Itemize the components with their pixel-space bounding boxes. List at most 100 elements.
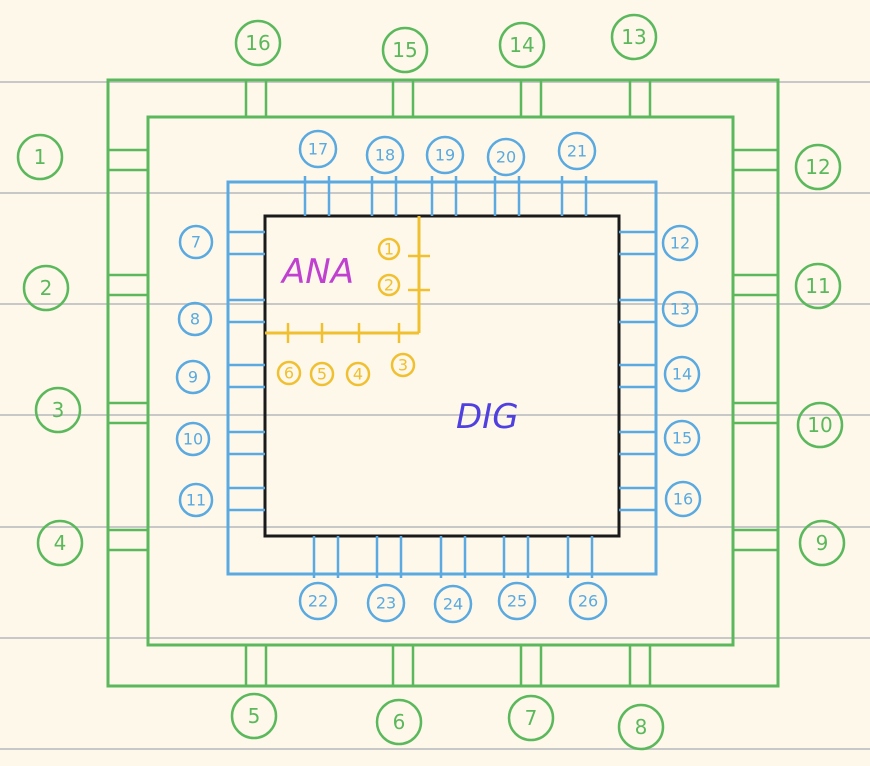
pins-layer (108, 80, 778, 686)
outer-pin-label-15-circle (381, 26, 429, 74)
analog-pin-label-5: 5 (309, 361, 335, 387)
die-pad-label-21: 21 (557, 131, 597, 171)
outer-pin-label-10: 10 (796, 401, 844, 449)
analog-pin-label-6: 6 (276, 360, 302, 386)
die-pad-label-22-circle (298, 581, 338, 621)
outer-pin-label-3-number: 3 (52, 398, 65, 422)
outer-pin-label-1-circle (16, 133, 64, 181)
analog-pin-label-1: 1 (377, 237, 401, 261)
die-pad-label-25-circle (497, 581, 537, 621)
die-pad-label-7-number: 7 (191, 233, 201, 252)
outer-pin-label-14-number: 14 (509, 33, 534, 57)
die-pad-label-17-circle (298, 129, 338, 169)
die-pad-label-7-circle (178, 224, 214, 260)
analog-pin-label-4: 4 (345, 361, 371, 387)
outer-pin-label-12-number: 12 (805, 155, 830, 179)
die-pad-label-13-circle (661, 290, 699, 328)
outer-pin-label-9-number: 9 (816, 531, 829, 555)
die-pad-label-20: 20 (486, 137, 526, 177)
die-pad-label-16-number: 16 (673, 490, 693, 509)
die-pad-label-9-number: 9 (188, 368, 198, 387)
die-pad-label-21-number: 21 (567, 142, 587, 161)
die-pad-label-14: 14 (663, 355, 701, 393)
outer-pin-label-11-circle (794, 262, 842, 310)
outer-pin-label-7-circle (507, 694, 555, 742)
outer-pin-label-15-number: 15 (392, 38, 417, 62)
outer-pin-label-14-circle (498, 21, 546, 69)
analog-pin-label-3: 3 (390, 352, 416, 378)
outer-pin-label-4-number: 4 (54, 531, 67, 555)
die-pad-label-17: 17 (298, 129, 338, 169)
die-pad-label-11-circle (178, 482, 214, 518)
die-pad-label-17-number: 17 (308, 140, 328, 159)
die-pad-label-24: 24 (433, 584, 473, 624)
die-pad-label-20-number: 20 (496, 148, 516, 167)
die-pad-label-14-number: 14 (672, 365, 692, 384)
analog-pin-label-3-number: 3 (398, 356, 408, 375)
outer-pin-label-1: 1 (16, 133, 64, 181)
die-pad-label-10-circle (175, 421, 211, 457)
die-pad-label-10-number: 10 (183, 430, 203, 449)
analog-pin-label-6-circle (276, 360, 302, 386)
analog-pin-label-4-number: 4 (353, 365, 363, 384)
outer-pin-label-12-circle (794, 143, 842, 191)
outer-pin-label-2-number: 2 (40, 276, 53, 300)
outer-pin-label-13: 13 (610, 13, 658, 61)
die-pad-label-15-number: 15 (672, 429, 692, 448)
analog-pin-label-4-circle (345, 361, 371, 387)
die-pad-label-12: 12 (661, 224, 699, 262)
die-pad-label-24-number: 24 (443, 595, 463, 614)
die-pad-label-22-number: 22 (308, 592, 328, 611)
die-pad-label-22: 22 (298, 581, 338, 621)
outer-pin-label-9: 9 (798, 519, 846, 567)
die-pad-label-13-number: 13 (670, 300, 690, 319)
die-pad-label-24-circle (433, 584, 473, 624)
die-pad-label-9: 9 (175, 359, 211, 395)
die-pad-label-18: 18 (365, 135, 405, 175)
analog-region-label: ANA (280, 252, 354, 292)
analog-pin-label-3-circle (390, 352, 416, 378)
die-pad-label-14-circle (663, 355, 701, 393)
outer-pin-label-4: 4 (36, 519, 84, 567)
outer-pin-label-5: 5 (230, 692, 278, 740)
die-pad-label-26-circle (568, 581, 608, 621)
die-pad-label-18-number: 18 (375, 146, 395, 165)
outer-package-frame (106, 78, 780, 688)
analog-block-boundary (265, 216, 421, 335)
outer-pin-label-3: 3 (34, 386, 82, 434)
outer-pin-label-11: 11 (794, 262, 842, 310)
ruled-lines (0, 81, 870, 750)
outer-pin-label-3-circle (34, 386, 82, 434)
outer-pin-label-2: 2 (22, 264, 70, 312)
die-pad-label-16-circle (664, 480, 702, 518)
outer-pin-label-6-circle (375, 698, 423, 746)
die-pad-label-12-circle (661, 224, 699, 262)
outer-pin-label-11-number: 11 (805, 274, 830, 298)
die-pad-label-19-number: 19 (435, 146, 455, 165)
analog-pin-label-1-number: 1 (384, 240, 394, 259)
die-pad-label-26: 26 (568, 581, 608, 621)
die-pad-label-8-circle (177, 301, 213, 337)
die-pad-label-25: 25 (497, 581, 537, 621)
die-pad-label-13: 13 (661, 290, 699, 328)
analog-pin-label-2-number: 2 (384, 276, 394, 295)
outer-pin-label-10-number: 10 (807, 413, 832, 437)
outer-pin-label-15: 15 (381, 26, 429, 74)
die-pad-label-8: 8 (177, 301, 213, 337)
outer-pin-label-8-circle (617, 703, 665, 751)
analog-pin-label-5-number: 5 (317, 365, 327, 384)
die-pad-label-23: 23 (366, 583, 406, 623)
die-pad-label-12-number: 12 (670, 234, 690, 253)
outer-pin-label-7-number: 7 (525, 706, 538, 730)
analog-pin-label-2: 2 (377, 273, 401, 297)
outer-pin-label-13-circle (610, 13, 658, 61)
die-pad-label-7: 7 (178, 224, 214, 260)
outer-package (106, 78, 780, 688)
die-pad-label-23-number: 23 (376, 594, 396, 613)
die-pad-label-16: 16 (664, 480, 702, 518)
die-pad-label-25-number: 25 (507, 592, 527, 611)
die-pad-label-19: 19 (425, 135, 465, 175)
